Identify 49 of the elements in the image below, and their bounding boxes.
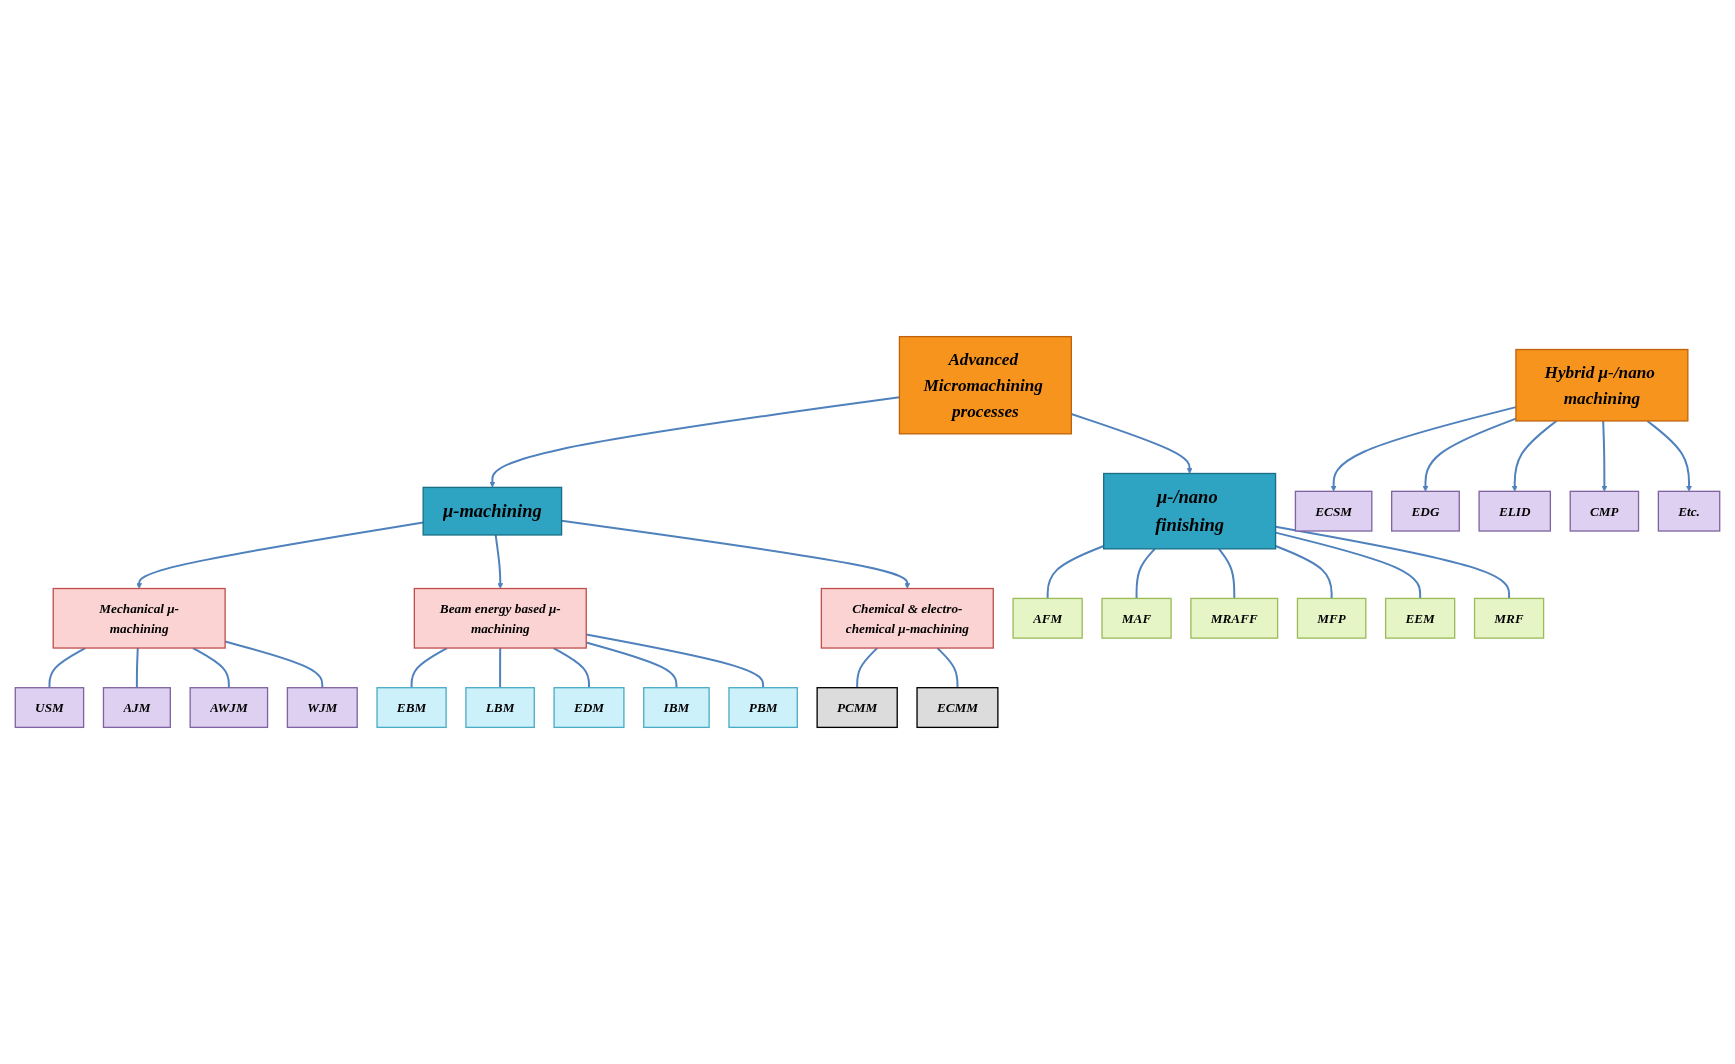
node-box: MRF bbox=[1473, 597, 1545, 639]
node-box: Mechanical μ-machining bbox=[52, 587, 226, 649]
node-box: Beam energy based μ-machining bbox=[413, 587, 587, 649]
arrow bbox=[1422, 417, 1517, 492]
connector bbox=[936, 647, 959, 689]
connector bbox=[1217, 547, 1236, 600]
node-box: USM bbox=[14, 687, 85, 729]
arrow bbox=[1330, 406, 1517, 492]
node-box: ECMM bbox=[916, 687, 999, 729]
connector bbox=[135, 647, 139, 689]
node-box: EBM bbox=[376, 687, 447, 729]
node-box: AWJM bbox=[189, 687, 269, 729]
node-box: PBM bbox=[728, 687, 798, 729]
arrow bbox=[1646, 419, 1692, 492]
node-box: LBM bbox=[465, 687, 535, 729]
node-box: μ-/nano finishing bbox=[1103, 472, 1277, 550]
node-box: ECSM bbox=[1294, 490, 1373, 532]
node-box: EDM bbox=[553, 687, 625, 729]
connector bbox=[552, 647, 590, 689]
node-box: Etc. bbox=[1657, 490, 1721, 532]
connector bbox=[1274, 525, 1511, 600]
node-box: AJM bbox=[102, 687, 171, 729]
node-box: PCMM bbox=[816, 687, 898, 729]
connector bbox=[192, 647, 230, 689]
arrow bbox=[1511, 419, 1558, 492]
node-box: Advanced Micromachining processes bbox=[898, 335, 1072, 435]
node-box: Hybrid μ-/nano machining bbox=[1515, 348, 1689, 422]
connector bbox=[1274, 545, 1333, 600]
node-box: AFM bbox=[1012, 597, 1083, 639]
node-box: CMP bbox=[1569, 490, 1640, 532]
arrow bbox=[1601, 419, 1608, 492]
node-box: MFP bbox=[1296, 597, 1367, 639]
node-box: MAF bbox=[1101, 597, 1172, 639]
connector bbox=[1274, 531, 1422, 600]
node-box: EDG bbox=[1391, 490, 1460, 532]
node-box: EEM bbox=[1384, 597, 1456, 639]
node-box: Chemical & electro-chemical μ-machining bbox=[820, 587, 994, 649]
connector bbox=[48, 647, 87, 689]
connector bbox=[1135, 547, 1156, 600]
node-box: μ-machining bbox=[422, 486, 563, 536]
connector bbox=[1046, 545, 1105, 600]
node-box: IBM bbox=[643, 687, 710, 729]
arrow bbox=[494, 534, 504, 589]
connector bbox=[499, 647, 502, 689]
node-box: ELID bbox=[1478, 490, 1552, 532]
connector bbox=[856, 647, 879, 689]
node-box: WJM bbox=[286, 687, 358, 729]
connector bbox=[410, 647, 449, 689]
node-box: MRAFF bbox=[1190, 597, 1279, 639]
